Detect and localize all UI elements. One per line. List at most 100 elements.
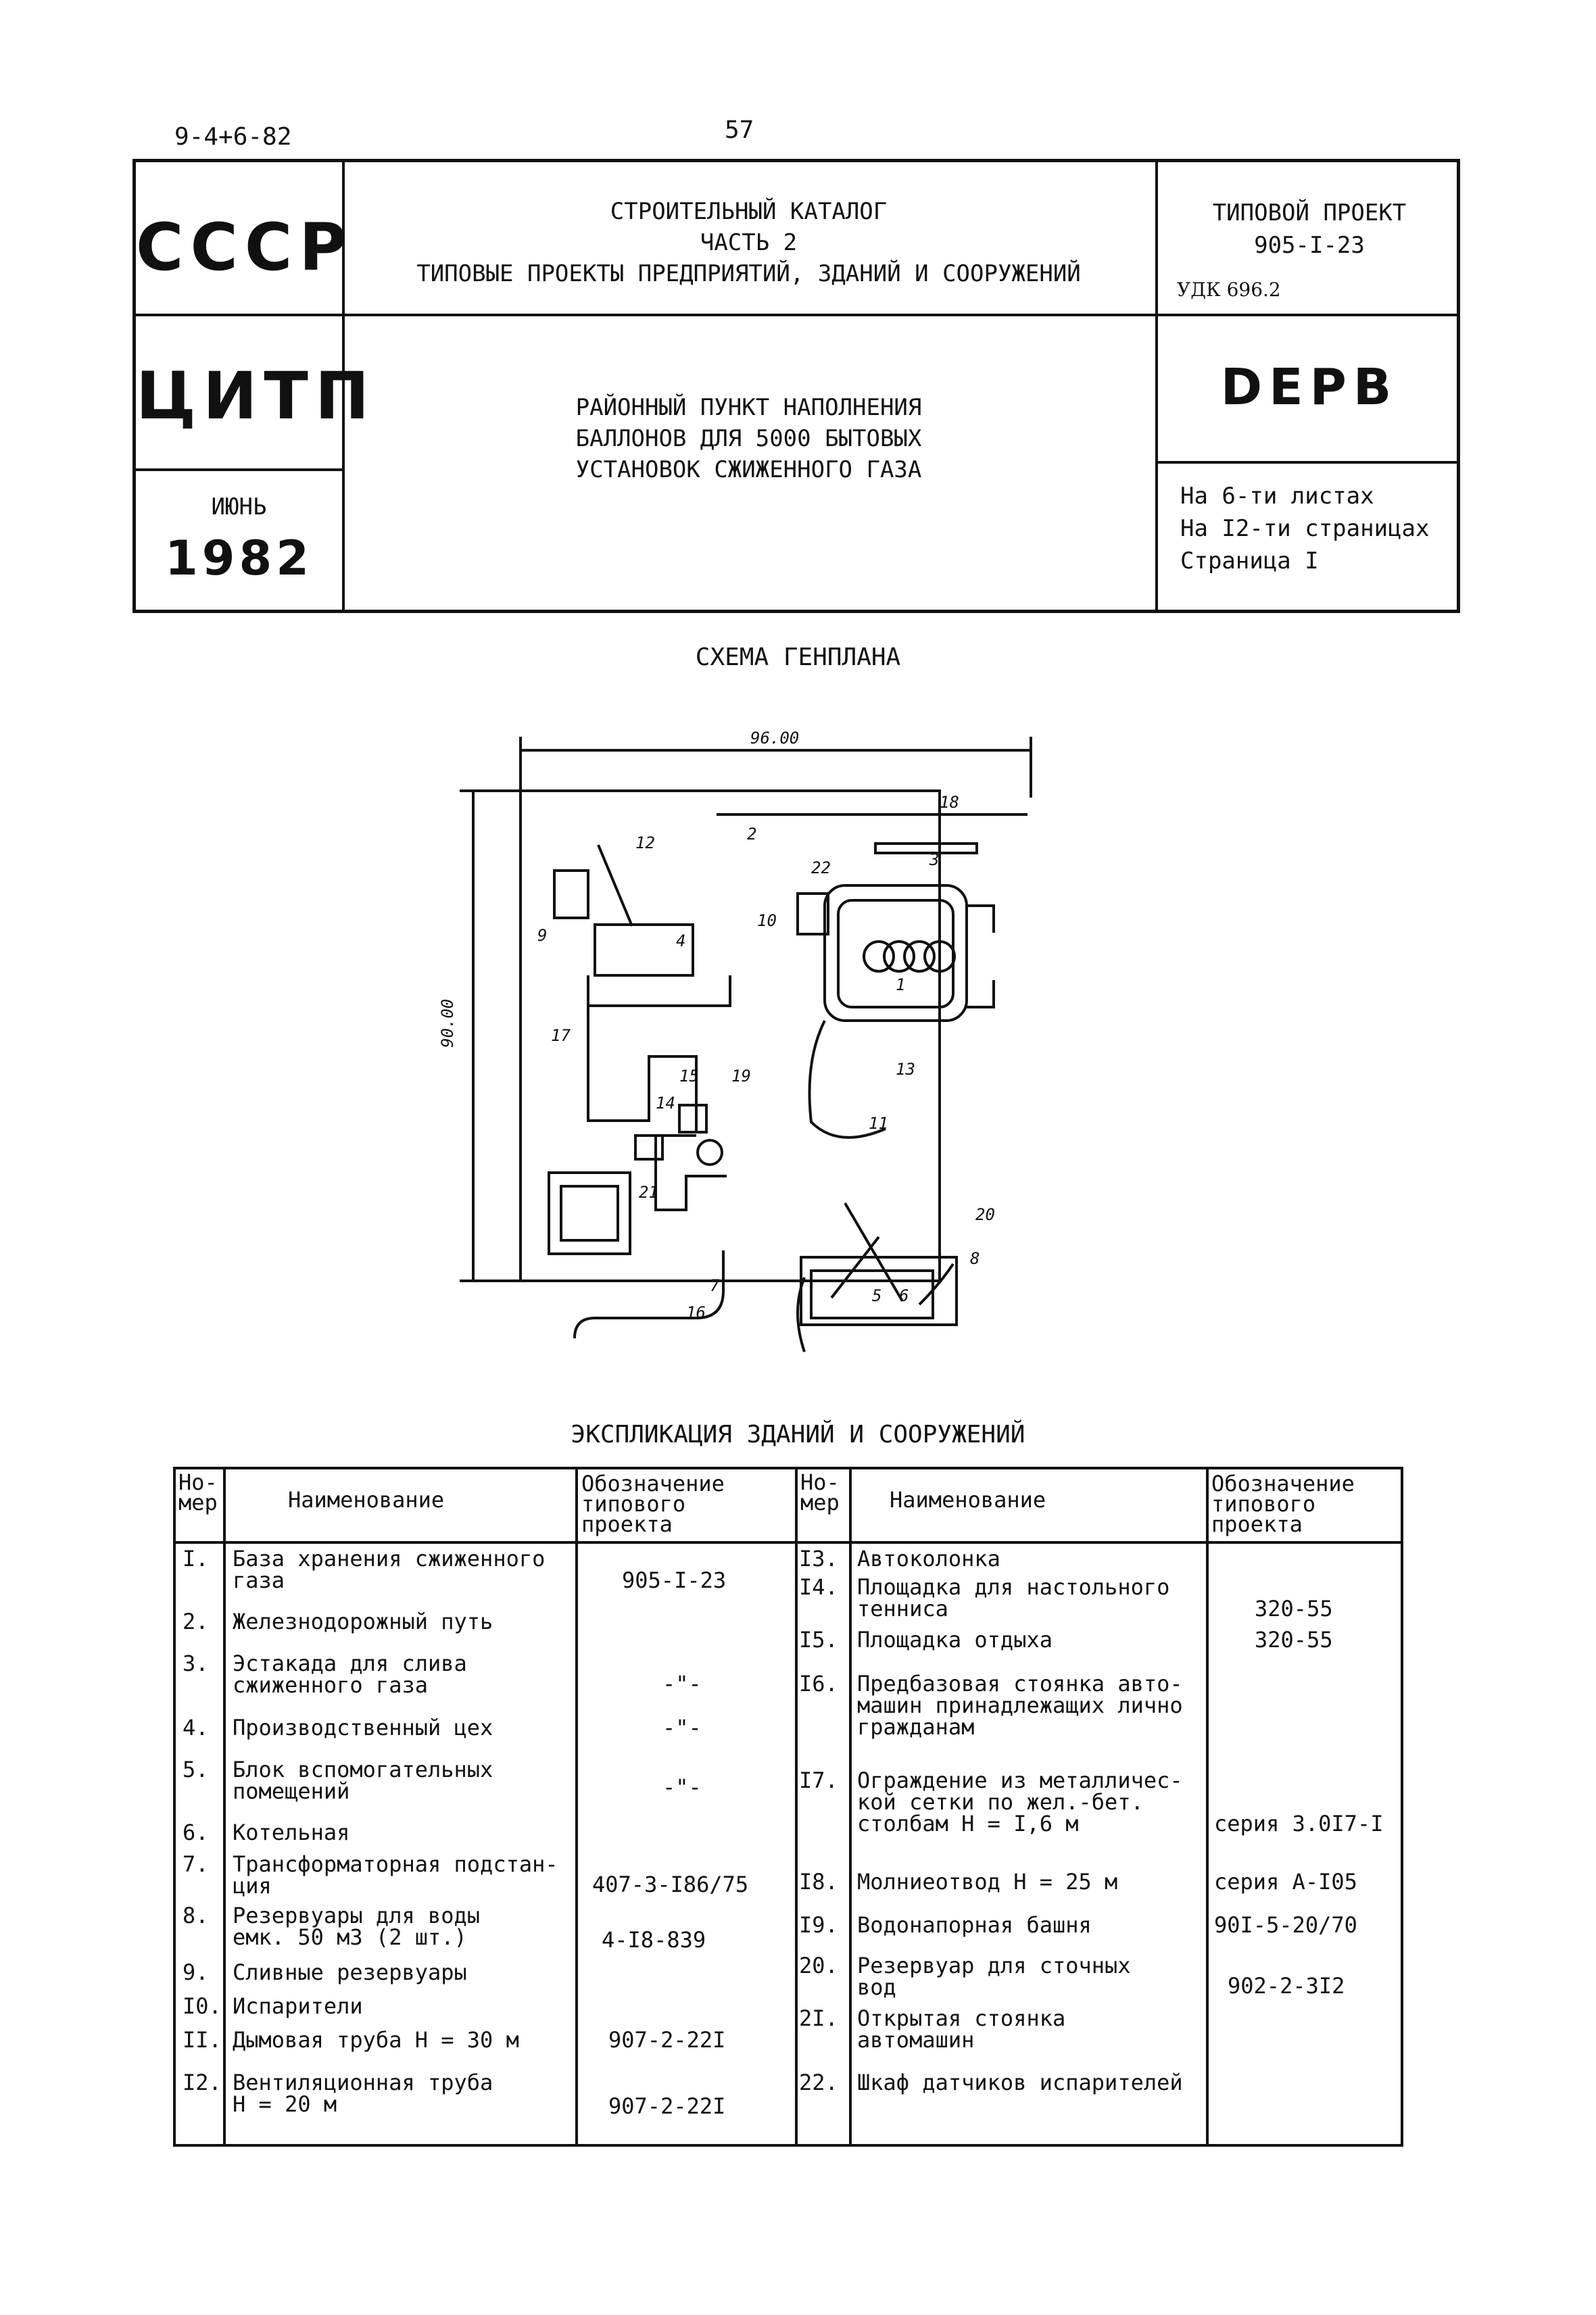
row-code: 907-2-22I	[608, 2093, 726, 2119]
row-code: серия А-I05	[1214, 1869, 1357, 1895]
plan-label-11: 11	[869, 1114, 888, 1133]
plan-label-8: 8	[970, 1249, 980, 1268]
header-name-left: Наименование	[288, 1487, 445, 1513]
plan-label-3: 3	[929, 850, 939, 869]
header-name-right: Наименование	[890, 1487, 1046, 1513]
scheme-title: СХЕМА ГЕНПЛАНА	[695, 643, 901, 671]
row-name: Блок вспомогательных помещений	[233, 1757, 493, 1804]
row-name: Автоколонка	[857, 1546, 1000, 1571]
row-number: I0.	[183, 1993, 222, 2019]
tennis-court	[634, 1134, 664, 1161]
catalog-heading: СТРОИТЕЛЬНЫЙ КАТАЛОГ ЧАСТЬ 2 ТИПОВЫЕ ПРО…	[342, 196, 1155, 289]
title-line: БАЛЛОНОВ ДЛЯ 5000 БЫТОВЫХ	[575, 425, 922, 452]
title-line: РАЙОННЫЙ ПУНКТ НАПОЛНЕНИЯ	[575, 394, 922, 421]
plan-label-19: 19	[731, 1067, 751, 1086]
explication-table: Но- мер Наименование Обозначение типовог…	[173, 1467, 1403, 2147]
project-number: 905-I-23	[1254, 232, 1365, 259]
row-number: I5.	[799, 1627, 838, 1653]
header-number-left: Но- мер	[178, 1469, 218, 1515]
row-code: серия 3.0I7-I	[1214, 1811, 1384, 1836]
row-name: Эстакада для слива сжиженного газа	[233, 1651, 467, 1698]
row-code: -"-	[662, 1671, 702, 1697]
row-name: Сливные резервуары	[233, 1959, 467, 1985]
plan-label-21: 21	[639, 1183, 658, 1202]
drain-tanks	[553, 869, 589, 919]
plan-label-15: 15	[679, 1067, 699, 1086]
header-designation-right: Обозначение типового проекта	[1211, 1471, 1355, 1537]
issue-month: ИЮНЬ	[211, 493, 267, 520]
row-number: 8.	[183, 1903, 209, 1928]
issue-year: 1982	[165, 531, 313, 586]
series-code: DEPB	[1220, 358, 1399, 416]
row-name: Открытая стоянка автомашин	[857, 2005, 1066, 2053]
document-code: 9-4+6-82	[174, 123, 292, 151]
row-code: 407-3-I86/75	[592, 1872, 749, 1897]
plan-label-9: 9	[537, 926, 547, 945]
header-number-right: Но- мер	[800, 1469, 840, 1515]
row-number: II.	[183, 2027, 222, 2053]
site-plan-scheme: 96.00 90.00 1 2 3 4 5 6 7 8 9 10 11 12 1…	[438, 729, 1032, 1353]
row-code: 907-2-22I	[608, 2027, 726, 2053]
evaporators	[796, 892, 829, 935]
project-title: РАЙОННЫЙ ПУНКТ НАПОЛНЕНИЯ БАЛЛОНОВ ДЛЯ 5…	[342, 392, 1155, 485]
row-name: Резервуар для сточных вод	[857, 1953, 1131, 2000]
org-citp: ЦИТП	[136, 358, 377, 434]
row-number: I7.	[799, 1768, 838, 1793]
entry-road	[573, 1250, 725, 1339]
row-name: Молниеотвод Н = 25 м	[857, 1869, 1118, 1895]
width-dimension: 96.00	[750, 729, 799, 748]
row-name: Испарители	[233, 1993, 363, 2019]
auxiliary-block	[810, 1269, 934, 1319]
row-code: 320-55	[1255, 1596, 1333, 1622]
plan-label-10: 10	[757, 911, 777, 930]
gas-storage-base	[823, 884, 968, 1022]
row-code: 320-55	[1255, 1627, 1333, 1653]
height-dimension: 90.00	[438, 999, 457, 1048]
plan-label-18: 18	[940, 793, 959, 812]
plan-label-6: 6	[899, 1286, 909, 1305]
row-number: I4.	[799, 1574, 838, 1600]
production-workshop	[594, 923, 694, 977]
plan-label-13: 13	[896, 1060, 915, 1079]
row-name: Ограждение из металличес- кой сетки по ж…	[857, 1768, 1183, 1836]
plan-label-14: 14	[656, 1094, 675, 1113]
row-number: 6.	[183, 1820, 209, 1845]
plan-label-2: 2	[747, 825, 756, 844]
row-number: I9.	[799, 1912, 838, 1938]
row-name: Резервуары для воды емк. 50 м3 (2 шт.)	[233, 1903, 481, 1950]
row-code: 4-I8-839	[602, 1927, 706, 1953]
row-code: -"-	[662, 1715, 702, 1740]
udk-code: УДК 696.2	[1177, 278, 1281, 301]
title-line: УСТАНОВОК СЖИЖЕННОГО ГАЗА	[575, 456, 922, 483]
row-number: 7.	[183, 1851, 209, 1877]
plan-label-22: 22	[811, 858, 831, 877]
plan-label-20: 20	[975, 1205, 995, 1224]
catalog-line: ТИПОВЫЕ ПРОЕКТЫ ПРЕДПРИЯТИЙ, ЗДАНИЙ И СО…	[416, 260, 1081, 287]
current-page: Страница I	[1180, 547, 1319, 575]
plan-label-4: 4	[676, 931, 685, 950]
explication-title: ЭКСПЛИКАЦИЯ ЗДАНИЙ И СООРУЖЕНИЙ	[571, 1421, 1025, 1448]
row-number: 9.	[183, 1959, 209, 1985]
unloading-rack	[874, 842, 978, 854]
page-number: 57	[725, 116, 754, 144]
row-number: I.	[183, 1546, 209, 1571]
row-number: I8.	[799, 1869, 838, 1895]
org-ussr: СССР	[136, 210, 354, 285]
catalog-line: СТРОИТЕЛЬНЫЙ КАТАЛОГ	[610, 198, 888, 225]
pages-count: На I2-ти страницах	[1180, 515, 1430, 542]
row-number: 5.	[183, 1757, 209, 1782]
recreation-area	[678, 1104, 708, 1134]
water-tower	[696, 1139, 723, 1166]
plan-label-17: 17	[551, 1026, 571, 1045]
project-label: ТИПОВОЙ ПРОЕКТ	[1212, 199, 1407, 226]
row-name: Трансформаторная подстан- ция	[233, 1851, 558, 1899]
row-number: 20.	[799, 1953, 838, 1978]
row-name: Вентиляционная труба Н = 20 м	[233, 2070, 493, 2117]
row-code: 902-2-3I2	[1228, 1973, 1345, 1999]
open-parking	[548, 1171, 631, 1255]
row-name: Предбазовая стоянка авто- машин принадле…	[857, 1671, 1183, 1740]
plan-label-5: 5	[872, 1286, 881, 1305]
row-code: -"-	[662, 1774, 702, 1800]
plan-label-16: 16	[686, 1303, 706, 1322]
catalog-line: ЧАСТЬ 2	[700, 229, 798, 256]
